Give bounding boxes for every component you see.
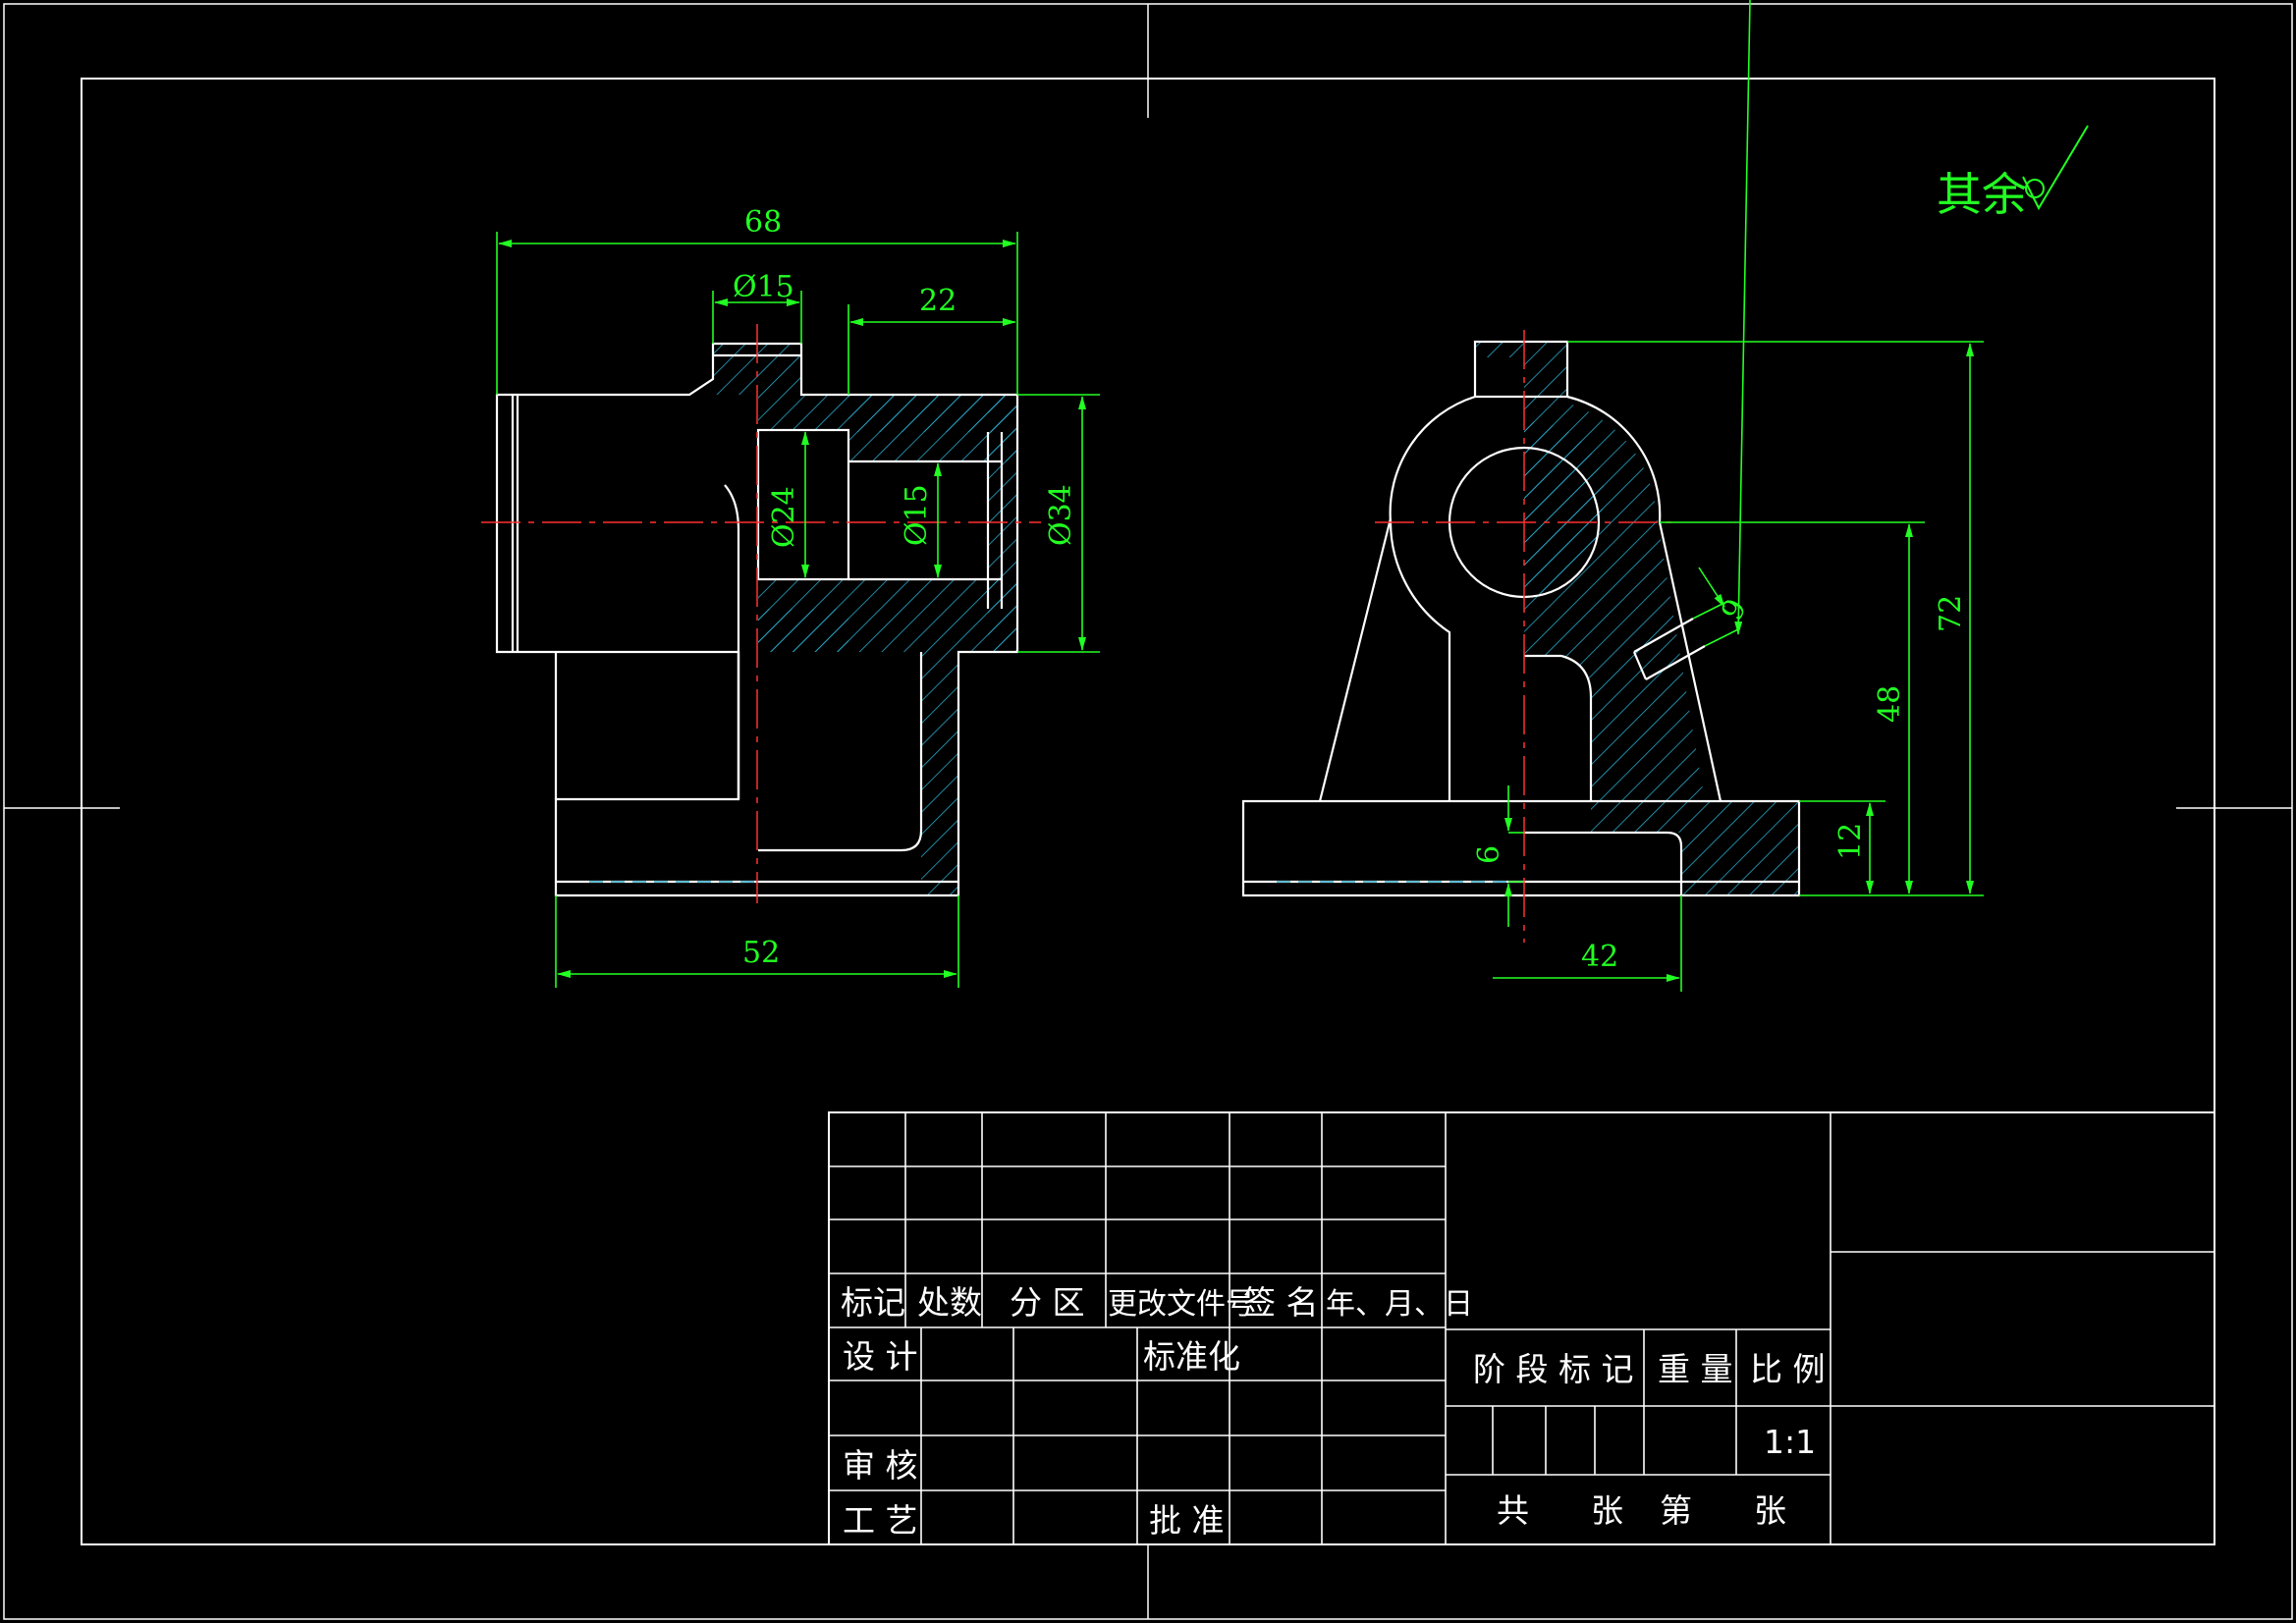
label-design: 设 计	[843, 1337, 918, 1376]
side-dimensions	[1493, 0, 1984, 992]
dim-boss-diameter: Ø15	[733, 270, 794, 304]
label-weight: 重 量	[1658, 1350, 1733, 1388]
surface-note-text: 其余	[1937, 168, 2027, 221]
front-dim-texts: 68 Ø15 22 Ø24 Ø15 Ø34 52	[733, 205, 1078, 970]
roughness-circle-icon	[2025, 179, 2045, 198]
header-count: 处数	[917, 1283, 982, 1322]
header-date: 年、月、日	[1326, 1287, 1473, 1322]
dim-outer-diameter: Ø34	[1044, 484, 1078, 546]
roughness-symbol-icon	[2022, 125, 2089, 211]
label-process: 工 艺	[843, 1501, 918, 1540]
side-half-section-view: 9 72 48 12 6 42	[1241, 0, 1984, 992]
header-zone: 分 区	[1010, 1283, 1085, 1322]
front-hatch	[713, 344, 1017, 895]
dim-total-height: 72	[1934, 595, 1968, 632]
front-section-view: 68 Ø15 22 Ø24 Ø15 Ø34 52	[481, 205, 1100, 988]
header-change-doc: 更改文件号	[1108, 1287, 1255, 1322]
dim-center-height: 48	[1873, 685, 1907, 723]
front-centerlines	[481, 324, 1041, 903]
header-mark: 标记	[841, 1283, 905, 1322]
label-stage-mark: 阶 段 标 记	[1473, 1350, 1633, 1388]
dim-half-width: 42	[1581, 940, 1618, 974]
label-sheet-total: 共	[1497, 1491, 1529, 1530]
side-centerlines	[1375, 330, 1674, 943]
label-sheet-unit2: 张	[1754, 1491, 1786, 1530]
dim-bore-diameter: Ø24	[767, 486, 801, 548]
surface-roughness-note: 其余	[1937, 125, 2089, 221]
front-dimensions	[496, 232, 1100, 988]
dim-hole-diameter: 9	[1715, 593, 1754, 625]
dim-through-diameter: Ø15	[900, 484, 934, 546]
title-block-texts: 标记 处数 分 区 更改文件号 签 名 年、月、日 设 计 标准化 审 核 工 …	[841, 1283, 1826, 1540]
dim-web-offset: 6	[1472, 845, 1506, 864]
label-sheet-unit1: 张	[1591, 1491, 1623, 1530]
dim-base-height: 12	[1833, 823, 1868, 860]
value-scale: 1:1	[1764, 1423, 1816, 1461]
title-block	[828, 1111, 2215, 1545]
label-approve: 批 准	[1149, 1501, 1225, 1540]
label-standardize: 标准化	[1143, 1337, 1240, 1376]
label-scale: 比 例	[1750, 1350, 1826, 1388]
inner-border	[81, 78, 2215, 1545]
dim-step-length: 22	[919, 284, 957, 318]
label-review: 审 核	[843, 1446, 918, 1485]
outer-border	[3, 3, 2293, 1620]
dim-total-length: 68	[744, 205, 782, 240]
header-signature: 签 名	[1243, 1283, 1319, 1322]
dim-base-length: 52	[742, 936, 780, 970]
sheet-frame	[3, 3, 2293, 1620]
label-sheet-no: 第	[1660, 1491, 1692, 1530]
